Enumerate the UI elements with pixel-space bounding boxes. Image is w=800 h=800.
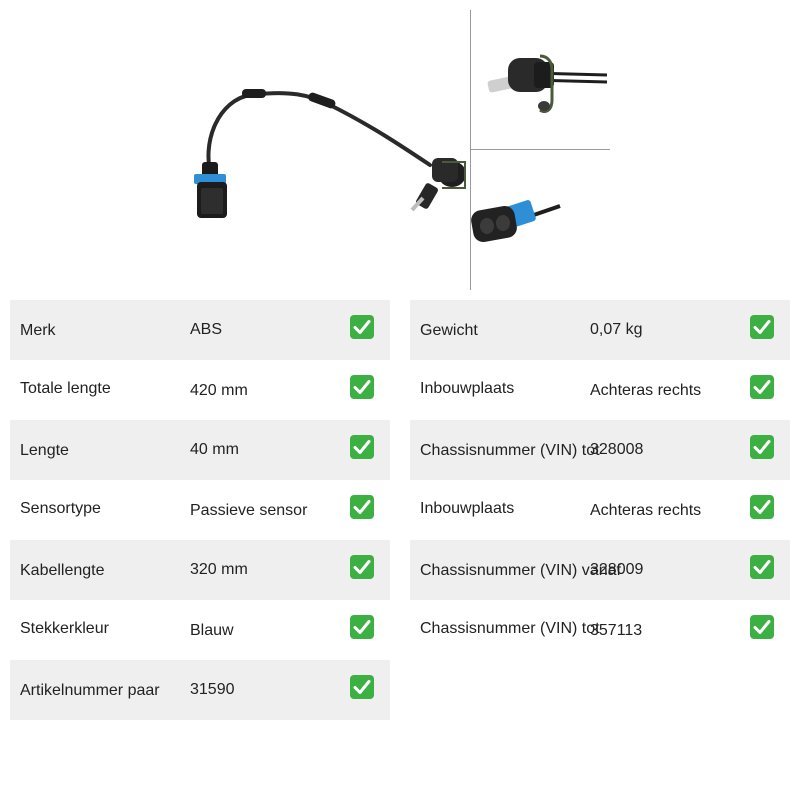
spec-row: Merk ABS — [10, 300, 390, 360]
spec-row: Lengte 40 mm — [10, 420, 390, 480]
spec-label: Totale lengte — [20, 380, 111, 397]
spec-value: 328008 — [590, 441, 644, 458]
abs-sensor-photo-icon — [194, 89, 466, 218]
spec-value: 420 mm — [190, 382, 248, 399]
spec-value: Blauw — [190, 622, 234, 639]
check-icon — [750, 315, 774, 339]
spec-label: Kabellengte — [20, 562, 105, 579]
spec-value: Achteras rechts — [590, 502, 702, 519]
spec-label: Inbouwplaats — [420, 500, 515, 517]
product-images — [0, 0, 800, 295]
spec-row: Totale lengte 420 mm — [10, 360, 390, 420]
check-icon — [350, 315, 374, 339]
spec-value: 40 mm — [190, 441, 239, 458]
check-icon — [750, 495, 774, 519]
spec-value: ABS — [190, 321, 223, 338]
spec-label: Lengte — [20, 442, 69, 459]
spec-label: Sensortype — [20, 500, 101, 517]
spec-value: Achteras rechts — [590, 382, 702, 399]
spec-value: 328009 — [590, 561, 644, 578]
spec-label: Chassisnummer (VIN) tot — [420, 442, 600, 459]
spec-table-left: Merk ABS Totale lengte 420 mm Lengte 40 mm Sen… — [10, 300, 390, 720]
spec-label: Chassisnummer (VIN) tot — [420, 620, 600, 637]
sensor-head-detail-icon — [487, 54, 608, 114]
image-divider-vertical — [470, 10, 471, 290]
spec-row: Stekkerkleur Blauw — [10, 600, 390, 660]
spec-label: Stekkerkleur — [20, 620, 109, 637]
spec-value: 320 mm — [190, 561, 248, 578]
spec-row: Inbouwplaats Achteras rechts — [410, 360, 790, 420]
check-icon — [750, 435, 774, 459]
spec-label: Chassisnummer (VIN) vanaf — [420, 562, 621, 579]
spec-value: 0,07 kg — [590, 321, 643, 338]
spec-value: 357113 — [590, 622, 643, 639]
check-icon — [750, 375, 774, 399]
spec-label: Gewicht — [420, 322, 478, 339]
check-icon — [350, 375, 374, 399]
check-icon — [750, 555, 774, 579]
spec-row: Gewicht 0,07 kg — [410, 300, 790, 360]
check-icon — [350, 615, 374, 639]
spec-label: Artikelnummer paar — [20, 682, 160, 699]
check-icon — [750, 615, 774, 639]
spec-value: Passieve sensor — [190, 502, 308, 519]
check-icon — [350, 555, 374, 579]
spec-row: Sensortype Passieve sensor — [10, 480, 390, 540]
connector-detail-icon — [471, 200, 561, 242]
check-icon — [350, 675, 374, 699]
spec-row: Kabellengte 320 mm — [10, 540, 390, 600]
spec-row: Inbouwplaats Achteras rechts — [410, 480, 790, 540]
check-icon — [350, 495, 374, 519]
spec-label: Merk — [20, 322, 56, 339]
spec-row: Artikelnummer paar 31590 — [10, 660, 390, 720]
spec-label: Inbouwplaats — [420, 380, 515, 397]
spec-value: 31590 — [190, 681, 235, 698]
check-icon — [350, 435, 374, 459]
image-divider-horizontal — [470, 149, 610, 150]
